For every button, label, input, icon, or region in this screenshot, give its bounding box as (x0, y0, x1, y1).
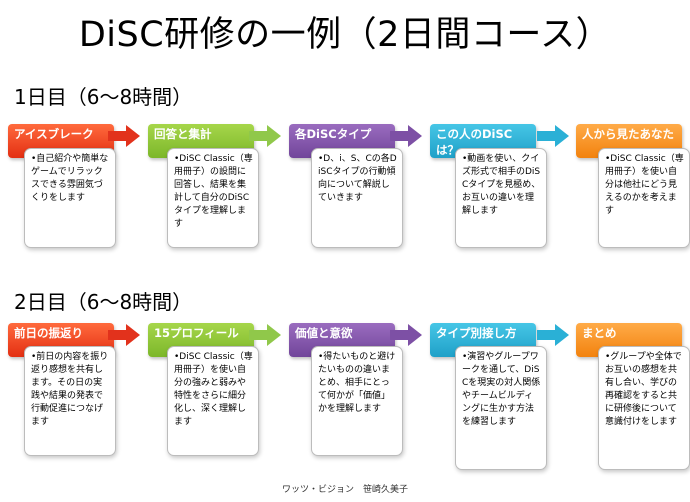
arrow-right-icon (249, 125, 281, 147)
day1-step4-description: •動画を使い、クイズ形式で相手のDiSCタイプを見極め、お互いの違いを理解します (455, 148, 547, 248)
day1-step3-description: •D、i、S、Cの各DiSCタイプの行動傾向について解説していきます (311, 148, 403, 248)
arrow-right-icon (390, 125, 422, 147)
arrow-right-icon (390, 324, 422, 346)
arrow-right-icon (108, 324, 140, 346)
day1-step1-description: •自己紹介や簡単なゲームでリラックスできる雰囲気づくりをします (24, 148, 116, 248)
day-2-title: 2日目（6～8時間） (14, 290, 193, 314)
day2-step3-description: •得たいものと避けたいものの違いまとめ、相手にとって何かが「価値」かを理解します (311, 346, 403, 456)
day2-step4-description: •演習やグループワークを通して、DiSCを現実の対人関係やチームビルディングに生… (455, 346, 547, 470)
page-title: DiSC研修の一例（2日間コース） (78, 15, 612, 55)
day1-step2-description: •DiSC Classic（専用冊子）の設問に回答し、結果を集計して自分のDiS… (167, 148, 259, 248)
arrow-right-icon (537, 324, 569, 346)
footer-credit: ワッツ・ビジョン 笹崎久美子 (281, 485, 408, 495)
day2-step2-description: •DiSC Classic（専用冊子）を使い自分の強みと弱みや特性をさらに細分化… (167, 346, 259, 456)
arrow-right-icon (537, 125, 569, 147)
day2-step1-description: •前日の内容を振り返り感想を共有します。その日の実践や結果の発表で行動促進につな… (24, 346, 116, 456)
arrow-right-icon (108, 125, 140, 147)
arrow-right-icon (249, 324, 281, 346)
day-1-title: 1日目（6～8時間） (14, 85, 193, 109)
day1-step5-description: •DiSC Classic（専用冊子）を使い自分は他社にどう見えるのかを考えます (598, 148, 690, 248)
day2-step5-description: •グループや全体でお互いの感想を共有し合い、学びの再確認をすると共に研修後につい… (598, 346, 690, 470)
